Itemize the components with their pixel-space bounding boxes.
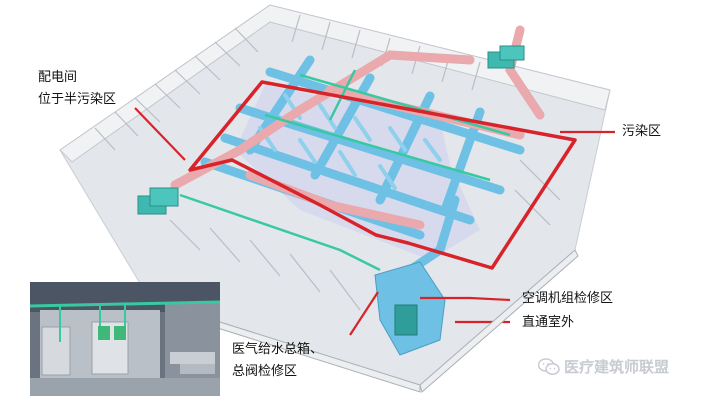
label-gas-water-line2: 总阀检修区 (232, 364, 298, 379)
inset-corridor-photo (30, 282, 220, 396)
rooftop-ahu-units (137, 45, 525, 215)
label-power-room-line2: 位于半污染区 (38, 92, 117, 107)
leader-ahu (420, 296, 511, 302)
watermark-text: 医疗建筑师联盟 (564, 358, 670, 376)
label-power-room-line1: 配电间 (38, 70, 78, 85)
leader-lines (134, 107, 615, 336)
watermark: 医疗建筑师联盟 (538, 356, 669, 377)
label-direct-outdoor: 直通室外 (522, 315, 575, 330)
ahu-maintenance-block (374, 261, 446, 356)
contaminated-zone-outline (188, 80, 577, 270)
green-gas-pipes (179, 69, 511, 272)
wechat-icon (538, 357, 560, 375)
leader-power-room (134, 107, 186, 161)
label-ahu-maintenance: 空调机组检修区 (522, 291, 614, 306)
blue-branch-ducts (258, 93, 442, 190)
label-contaminated-zone: 污染区 (622, 124, 662, 139)
leader-gas-water (349, 291, 379, 336)
building-outer-walls (59, 4, 611, 163)
label-gas-water-line1: 医气给水总箱、 (232, 342, 324, 357)
